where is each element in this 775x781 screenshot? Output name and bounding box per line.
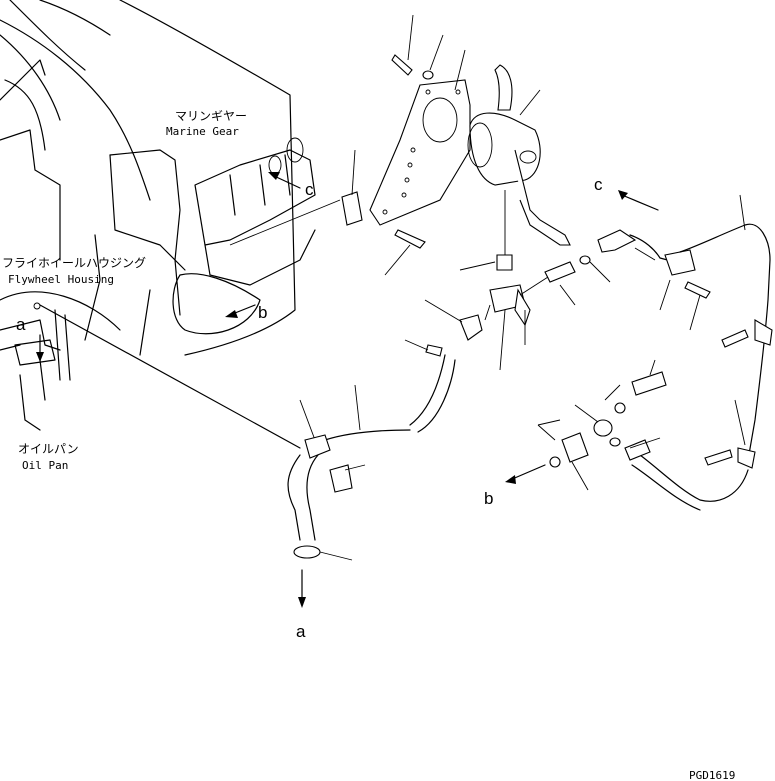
flywheel-housing-label-en: Flywheel Housing (8, 273, 114, 286)
washer-right (579, 255, 611, 283)
washer-stack (574, 402, 626, 447)
bolt-right-lower (704, 449, 733, 466)
clip-right-lower (734, 399, 756, 469)
marine-gear-label-en: Marine Gear (166, 125, 239, 138)
reference-b-bottom-arrow (509, 464, 546, 481)
oil-pan-label-jp: オイルパン (18, 442, 79, 456)
flywheel-housing-label-jp: フライホイールハウジング (2, 256, 146, 270)
washer-lower (537, 419, 561, 468)
reference-a-top: a (16, 315, 26, 334)
reference-a-bottom: a (296, 622, 306, 641)
spacer-sleeve (229, 149, 363, 246)
right-pipe (597, 229, 676, 263)
engine-housing-drawing (0, 0, 316, 431)
right-clamp (659, 194, 771, 461)
clip-right (754, 319, 773, 346)
fitting-connector (459, 254, 513, 271)
drawing-number: PGD1619 (689, 769, 735, 781)
washer-top (422, 34, 444, 80)
sleeve-lower (561, 432, 589, 491)
hose-band (293, 545, 353, 561)
reference-b-bottom: b (484, 489, 493, 508)
reference-c-engine: c (305, 180, 314, 199)
bolt-top-left (391, 14, 414, 76)
lower-hose-right (624, 437, 749, 511)
reference-a-top-arrowhead (36, 352, 44, 362)
banjo-bolt (604, 359, 667, 401)
reference-c-right-arrow (621, 194, 659, 211)
reference-b-engine: b (258, 303, 267, 322)
elbow-fitting (424, 299, 491, 341)
pipe-clamp (329, 464, 366, 493)
reference-c-right: c (594, 175, 603, 194)
valve-block (489, 284, 531, 371)
lower-pipe (33, 302, 331, 541)
bolt-right-middle (721, 329, 749, 348)
check-valve (519, 261, 576, 306)
hose-clip (404, 339, 443, 357)
hand-pump (467, 64, 571, 255)
bolt-right-upper (684, 281, 711, 331)
pump-bracket (369, 49, 471, 226)
oil-pan-label-en: Oil Pan (22, 459, 68, 472)
bolt-bracket-lower (384, 229, 426, 276)
marine-gear-label-jp: マリンギヤー (175, 109, 247, 123)
